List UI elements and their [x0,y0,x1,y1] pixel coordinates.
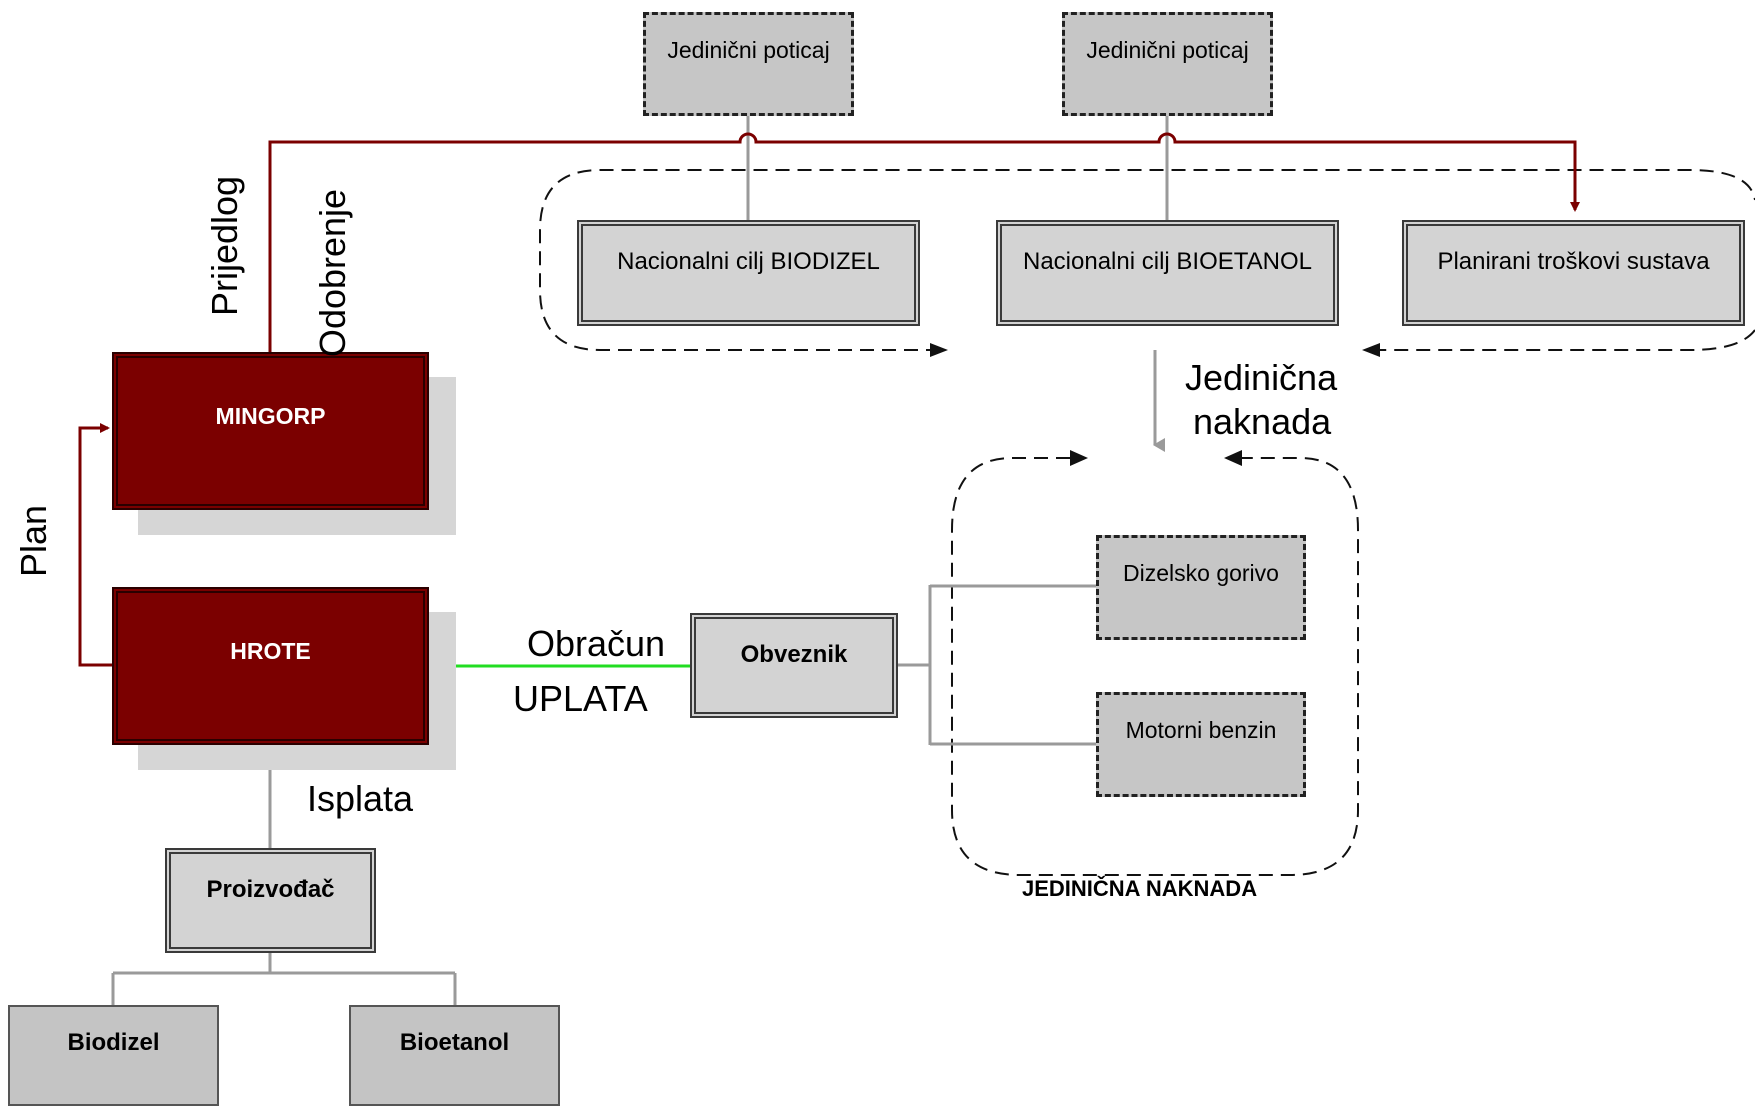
odobrenje-label: Odobrenje [312,188,353,358]
group-arrow-right [930,343,948,357]
jedinicni-poticaj-label-2: Jedinični poticaj [1086,37,1249,63]
plan-label: Plan [13,504,54,578]
motorni-benzin-label: Motorni benzin [1125,717,1277,743]
dizelsko-gorivo-node: Dizelsko gorivo [1096,535,1306,640]
planirani-troskovi-label: Planirani troškovi sustava [1437,248,1710,275]
mingorp-label: MINGORP [215,403,326,429]
fuel-group-outline [951,457,1359,876]
targets-group-outline-right [1370,329,1755,351]
uplata-label: UPLATA [513,678,648,719]
bioetanol-label: Bioetanol [399,1029,510,1056]
nacionalni-cilj-bioetanol-label: Nacionalni cilj BIOETANOL [1023,248,1312,275]
jedinicni-poticaj-node-1: Jedinični poticaj [643,12,854,116]
mingorp-node: MINGORP [112,352,429,510]
biodizel-label: Biodizel [67,1029,160,1056]
proizvodac-label: Proizvođač [206,876,335,903]
targets-group-outline [539,169,1755,351]
dizelsko-gorivo-label: Dizelsko gorivo [1123,560,1279,586]
nacionalni-cilj-biodizel-label: Nacionalni cilj BIODIZEL [617,248,880,275]
jedinicna-naknada-label-line1: Jedinična [1185,357,1338,398]
jedinicna-naknada-label-line2: naknada [1193,401,1332,442]
hrote-node: HROTE [112,587,429,745]
fuel-arrow-left [1224,450,1242,466]
isplata-label: Isplata [307,778,414,819]
obracun-label: Obračun [527,623,666,664]
group-arrow-left [1362,343,1380,357]
jedinicni-poticaj-label-1: Jedinični poticaj [667,37,830,63]
plan-line [78,423,113,667]
obveznik-label: Obveznik [740,641,848,668]
jedinicna-naknada-group-title: JEDINIČNA NAKNADA [1022,876,1258,901]
planirani-troskovi-node: Planirani troškovi sustava [1402,220,1745,326]
bioetanol-node: Bioetanol [349,1005,560,1106]
fuel-arrow-right [1070,450,1088,466]
prijedlog-label: Prijedlog [204,175,245,316]
obveznik-node: Obveznik [690,613,898,718]
prijedlog-line [268,132,1580,352]
hrote-label: HROTE [230,638,311,664]
proizvodac-node: Proizvođač [165,848,376,953]
jedinicni-poticaj-node-2: Jedinični poticaj [1062,12,1273,116]
motorni-benzin-node: Motorni benzin [1096,692,1306,797]
nacionalni-cilj-bioetanol-node: Nacionalni cilj BIOETANOL [996,220,1339,326]
nacionalni-cilj-biodizel-node: Nacionalni cilj BIODIZEL [577,220,920,326]
biodizel-node: Biodizel [8,1005,219,1106]
